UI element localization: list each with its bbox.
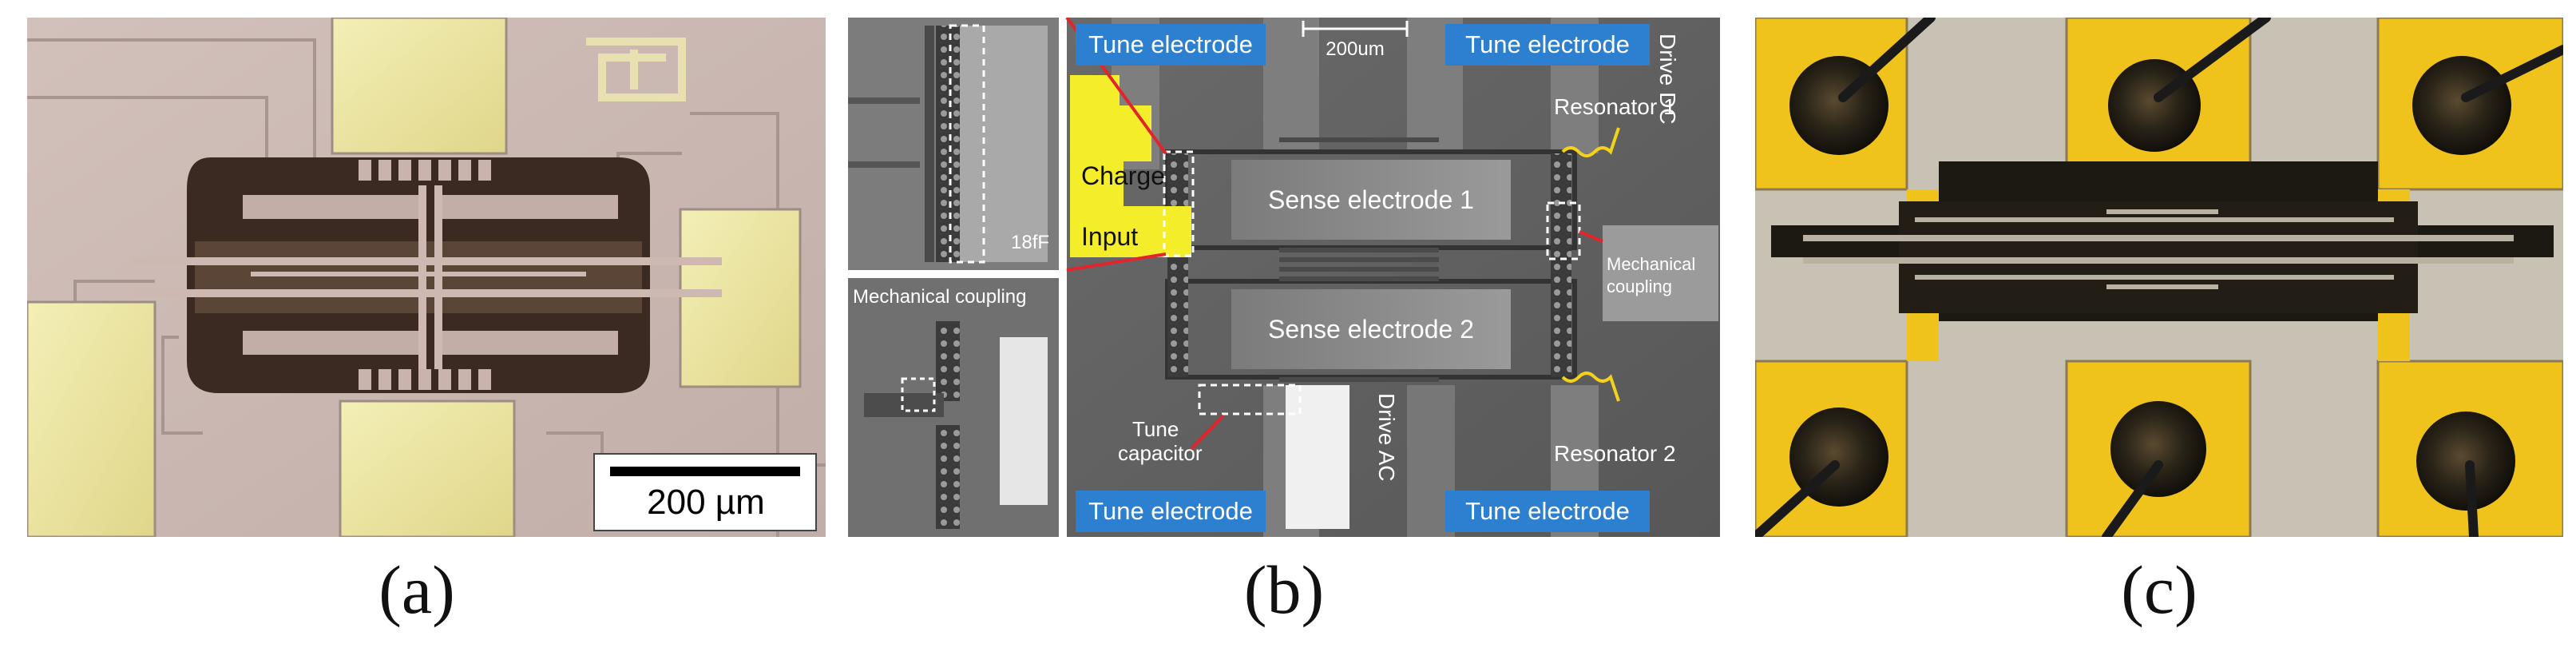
device-micrograph-a [27,18,826,537]
charge-input-electrode [1070,75,1191,257]
alignment-mark-icon [586,38,686,101]
tune-electrode-label: Tune electrode [1088,30,1253,58]
scale-bar [1302,21,1409,37]
vibration-arrow-icon [1561,127,1620,157]
tune-electrode-label: Tune electrode [1088,497,1253,525]
charge-label: Charge [1081,161,1165,190]
scale-bar-label: 200um [1326,38,1385,60]
caption-b: (b) [1243,551,1325,628]
optical-micrograph-panel-a: 200 µm [27,18,826,537]
contact-pad [339,400,516,537]
vibration-arrow-icon [1561,372,1620,402]
mechanical-coupling-label-line1: Mechanical [1607,254,1696,274]
caption-c: (c) [2121,551,2198,628]
tune-electrode-box [1445,491,1650,532]
device-sem-b [848,18,1720,537]
gold-pad [2065,360,2252,537]
optical-micrograph-panel-c [1755,18,2563,537]
mechanical-coupling-inset-label: Mechanical coupling [853,286,1027,308]
wire-bond-icon [2416,411,2515,511]
zoom-line [1066,252,1167,272]
caption-a: (a) [378,551,455,628]
tune-electrode-box [1076,491,1266,532]
tune-electrode-label: Tune electrode [1465,497,1630,525]
device-micrograph-c [1755,18,2563,537]
resonator-2-label: Resonator 2 [1554,441,1676,466]
sense-electrode-2 [1231,289,1511,369]
wire-bond-icon [2110,401,2206,497]
drive-ac-label: Drive AC [1374,393,1399,482]
tune-electrode-box [1076,24,1266,66]
sense-electrode-1 [1231,160,1511,240]
mechanical-coupling-label-line2: coupling [1607,276,1672,296]
contact-pad [679,208,802,388]
mechanical-coupling-block [1603,225,1718,321]
tune-capacitor-label-line1: Tune [1132,417,1179,441]
scale-bar [610,467,800,476]
capacitance-label: 18fF [1011,232,1050,253]
tune-electrode-label: Tune electrode [1465,30,1630,58]
contact-pad [27,300,157,537]
sense-electrode-2-label: Sense electrode 2 [1268,315,1474,344]
contact-pad [331,18,508,155]
wire-bond-icon [2412,56,2511,155]
sem-image-panel-b: Tune electrode Tune electrode Tune elect… [848,18,1720,537]
scale-bar-label: 200 µm [647,483,765,522]
resonator-1-label: Resonator 1 [1554,94,1676,119]
drive-dc-label: Drive DC [1655,34,1680,125]
tune-electrode-box [1445,24,1650,66]
input-label: Input [1081,222,1139,251]
tune-capacitor-label-line2: capacitor [1118,441,1203,465]
wire-bond-balls [1789,56,2515,511]
sense-electrode-1-label: Sense electrode 1 [1268,185,1474,214]
